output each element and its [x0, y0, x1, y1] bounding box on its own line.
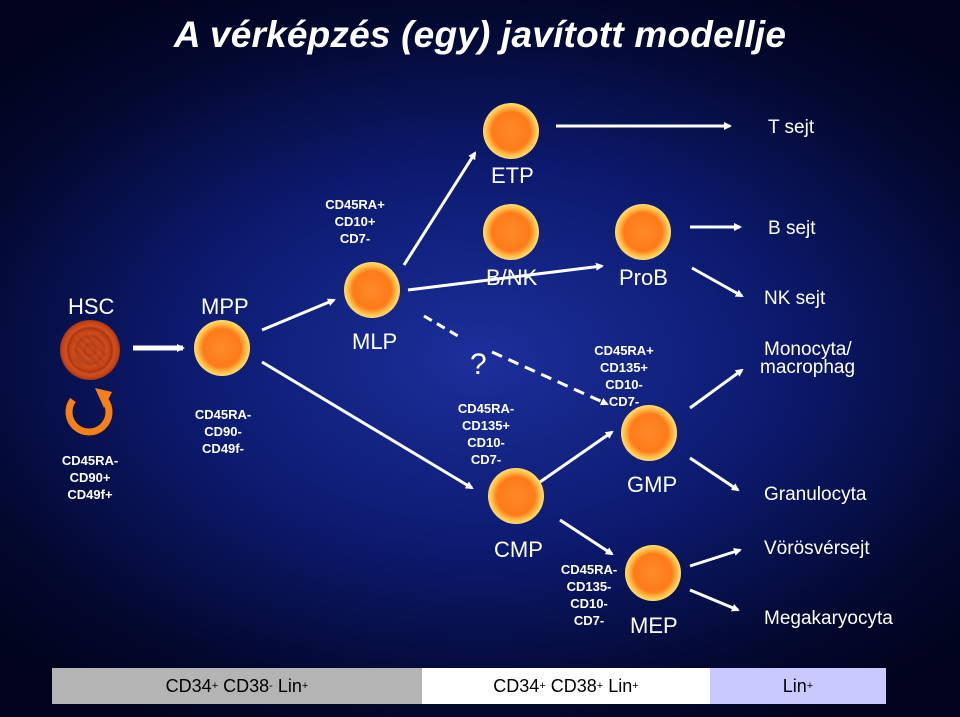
- arrow-cmp-mep: [559, 518, 614, 556]
- output-mono-2: macrophag: [760, 357, 856, 378]
- prob-label: ProB: [619, 265, 668, 290]
- mlp-cell: [344, 262, 400, 318]
- output-nk: NK sejt: [764, 288, 826, 309]
- bnk-cell: [483, 204, 539, 260]
- arrow-mep-mega: [689, 588, 740, 612]
- mep-markers: CD45RA-CD135-CD10-CD7-: [560, 562, 618, 628]
- hsc-label: HSC: [68, 294, 115, 319]
- mep-cell: [625, 545, 681, 601]
- arrow-mpp-mlp: [261, 298, 336, 332]
- unknown-label: ?: [470, 348, 487, 381]
- mep-label: MEP: [630, 613, 678, 638]
- gmp-markers: CD45RA+CD135+CD10-CD7-: [594, 343, 654, 409]
- legend-segment-3: Lin+: [710, 668, 886, 704]
- arrow-gmp-granulo: [689, 456, 740, 492]
- slide-title: A vérképzés (egy) javított modellje: [173, 14, 787, 55]
- mlp-markers: CD45RA+CD10+CD7-: [325, 197, 385, 246]
- self-renewal-arrow-icon: [65, 388, 113, 436]
- mpp-cell: [194, 320, 250, 376]
- arrow-cmp-gmp: [539, 430, 614, 484]
- arrow-mlp-prob: [407, 262, 604, 292]
- mlp-label: MLP: [352, 329, 398, 354]
- output-granulo: Granulocyta: [764, 484, 867, 505]
- output-mono-1: Monocyta/: [764, 339, 852, 360]
- etp-cell: [483, 103, 539, 159]
- bnk-label: B/NK: [486, 265, 538, 290]
- gmp-label: GMP: [627, 472, 678, 497]
- mpp-label: MPP: [201, 294, 249, 319]
- hsc-cell: [60, 320, 120, 380]
- arrow-gmp-mono: [689, 368, 744, 410]
- cmp-markers: CD45RA-CD135+CD10-CD7-: [457, 401, 515, 467]
- prob-cell: [615, 204, 671, 260]
- arrow-mep-ery: [689, 548, 742, 568]
- legend-segment-1: CD34+ CD38- Lin+: [52, 668, 422, 704]
- arrow-mpp-cmp: [261, 360, 474, 490]
- hsc-markers: CD45RA-CD90+CD49f+: [61, 453, 119, 502]
- marker-legend-bar: CD34+ CD38- Lin+ CD34+ CD38+ Lin+ Lin+: [52, 668, 886, 704]
- arrow-bnk-nk: [691, 266, 744, 298]
- etp-label: ETP: [491, 163, 534, 188]
- output-mega: Megakaryocyta: [764, 608, 893, 629]
- cmp-cell: [488, 468, 544, 524]
- arrow-mlp-unknown: [423, 314, 459, 338]
- output-t: T sejt: [768, 117, 815, 138]
- gmp-cell: [621, 405, 677, 461]
- arrow-unknown-gmp: [491, 350, 609, 406]
- output-ery: Vörösvérsejt: [764, 538, 870, 559]
- arrow-mlp-etp: [402, 151, 477, 266]
- cmp-label: CMP: [494, 537, 543, 562]
- output-b: B sejt: [768, 218, 816, 239]
- legend-segment-2: CD34+ CD38+ Lin+: [422, 668, 710, 704]
- mpp-markers: CD45RA-CD90-CD49f-: [194, 407, 252, 456]
